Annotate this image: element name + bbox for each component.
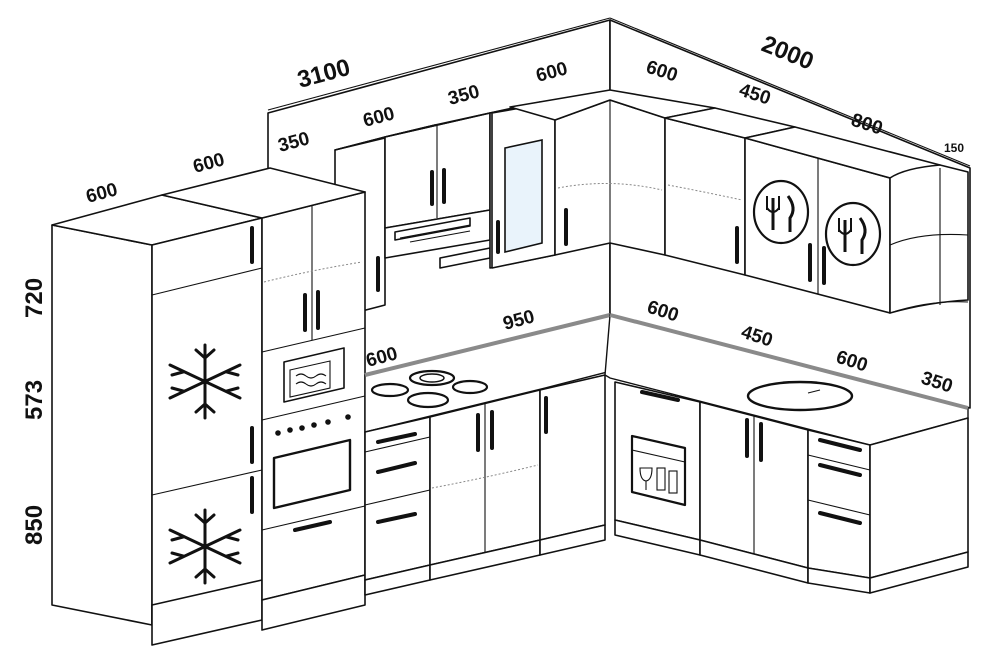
wall-cabinet-5-double — [744, 126, 941, 314]
open-shelf-unit — [889, 164, 969, 314]
oven-column — [161, 167, 366, 631]
sink-icon — [746, 380, 854, 412]
sink-base-cabinet — [699, 401, 809, 584]
countertop-right — [604, 313, 969, 446]
overall-dimension-lines — [267, 17, 971, 167]
dishwasher — [614, 381, 701, 556]
hood-icon — [394, 217, 471, 241]
dim-height-upper: 720 — [21, 278, 48, 318]
base-cabinet-left — [429, 389, 541, 581]
cutlery-icon — [824, 201, 882, 267]
dishwasher-icon — [630, 434, 687, 507]
dim-shelf: 150 — [944, 141, 964, 155]
dim-overall-left: 3100 — [295, 54, 354, 94]
dim-overall-right: 2000 — [758, 31, 818, 76]
glass-cabinet — [491, 101, 556, 269]
drawer-cabinet-right — [807, 417, 969, 594]
dim-tall-2: 600 — [191, 149, 227, 177]
hob-icon — [370, 369, 489, 409]
snowflake-icon — [168, 343, 242, 420]
dim-height-lower: 850 — [21, 505, 48, 545]
oven-icon — [272, 414, 352, 510]
snowflake-icon — [168, 508, 242, 585]
corner-wall-cabinet — [509, 89, 716, 256]
corner-base-cabinet — [539, 374, 606, 556]
dim-tall-1: 600 — [84, 179, 120, 207]
dim-height-middle: 573 — [21, 380, 48, 420]
microwave-icon — [283, 347, 345, 403]
cutlery-icon — [752, 179, 810, 245]
fridge-column — [51, 194, 263, 646]
wall-cabinet-2-with-hood — [384, 101, 541, 259]
wall-cabinet-4 — [664, 107, 796, 276]
